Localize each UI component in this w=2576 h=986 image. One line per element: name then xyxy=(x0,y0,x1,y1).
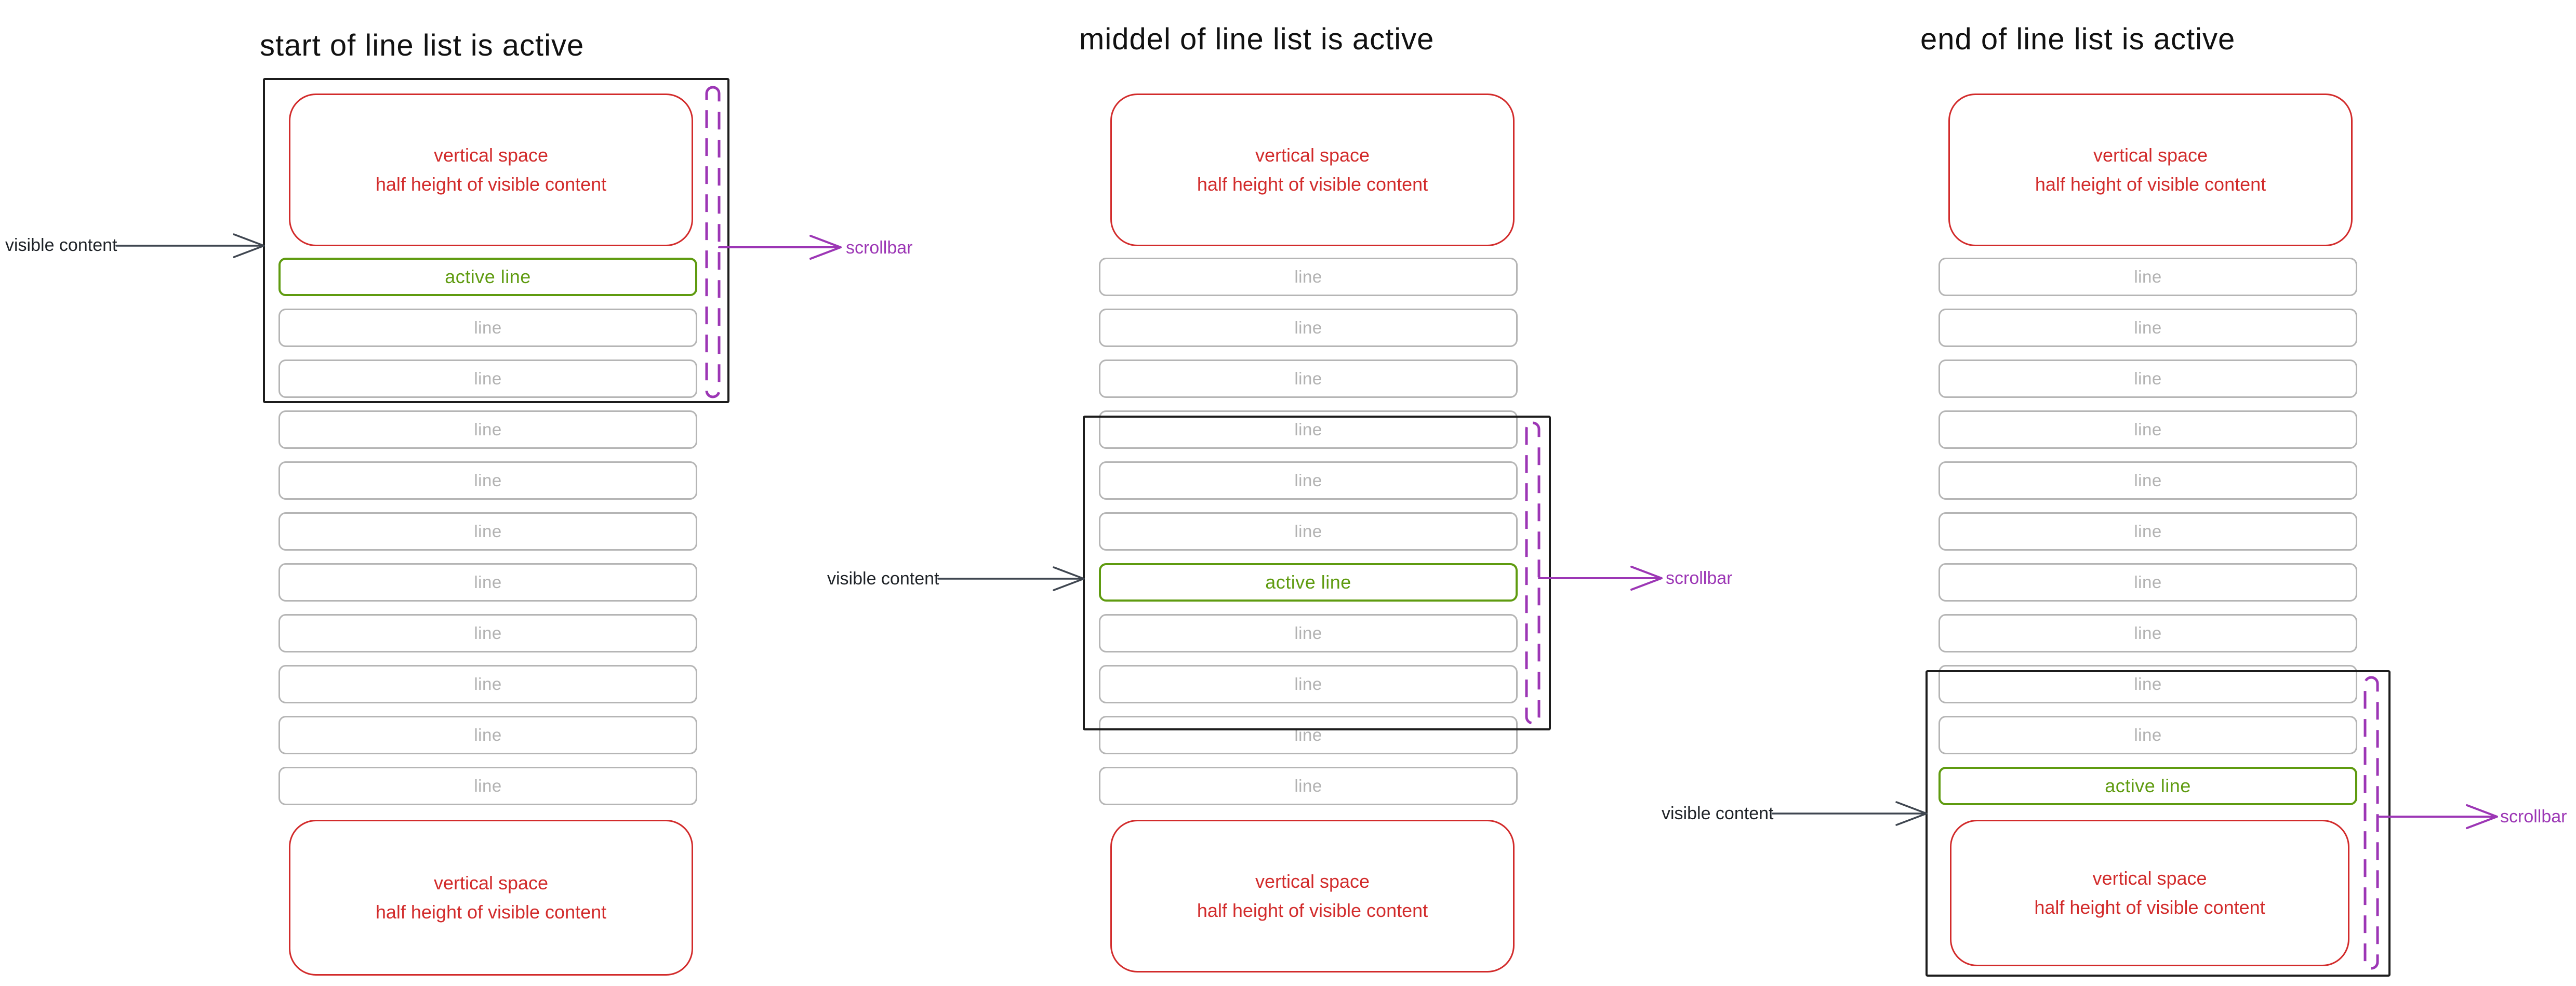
line-row: line xyxy=(278,359,697,398)
line-row: line xyxy=(1938,410,2357,449)
visible-content-label: visible content xyxy=(827,569,939,589)
visible-content-label: visible content xyxy=(5,235,117,255)
line-row: line xyxy=(1938,563,2357,602)
line-row: line xyxy=(1938,512,2357,551)
line-row: line xyxy=(1938,309,2357,347)
scrollbar-label: scrollbar xyxy=(1666,568,1733,588)
vspace-text-line1: vertical space xyxy=(1255,144,1370,166)
line-row: line xyxy=(1938,258,2357,296)
scrollbar-label: scrollbar xyxy=(846,238,913,258)
line-row: line xyxy=(1938,359,2357,398)
vspace-text-line1: vertical space xyxy=(433,872,549,894)
line-row: line xyxy=(1099,258,1518,296)
line-row: line xyxy=(1099,512,1518,551)
vspace-text-line2: half height of visible content xyxy=(1197,900,1428,921)
line-row: line xyxy=(1099,461,1518,500)
vertical-space-box: vertical space half height of visible co… xyxy=(289,820,693,976)
line-row: line xyxy=(1938,614,2357,652)
line-row: line xyxy=(1938,716,2357,754)
line-row: line xyxy=(278,665,697,703)
active-line-row: active line xyxy=(278,258,697,296)
vertical-space-box: vertical space half height of visible co… xyxy=(1950,820,2349,966)
line-list: line line line line line line line line … xyxy=(1938,258,2357,805)
panel-title-middle: middel of line list is active xyxy=(1079,22,1435,56)
line-row: line xyxy=(1099,410,1518,449)
vspace-text-line2: half height of visible content xyxy=(375,174,607,195)
visible-content-arrow xyxy=(1772,801,1928,826)
scrollbar-label: scrollbar xyxy=(2500,807,2567,827)
vertical-space-box: vertical space half height of visible co… xyxy=(289,94,693,246)
line-row: line xyxy=(1099,665,1518,703)
vspace-text-line2: half height of visible content xyxy=(2034,897,2265,918)
vspace-text-line2: half height of visible content xyxy=(2035,174,2266,195)
scrollbar xyxy=(1525,421,1541,725)
panel-title-end: end of line list is active xyxy=(1920,22,2236,56)
scrollbar-arrow xyxy=(2379,804,2498,829)
visible-content-box xyxy=(1926,670,2391,977)
vspace-text-line1: vertical space xyxy=(1255,871,1370,892)
panel-title-start: start of line list is active xyxy=(260,29,585,62)
scrollbar-arrow xyxy=(718,235,842,260)
line-row: line xyxy=(1099,614,1518,652)
visible-content-arrow xyxy=(115,233,265,258)
line-row: line xyxy=(278,309,697,347)
line-row: line xyxy=(1099,359,1518,398)
vspace-text-line2: half height of visible content xyxy=(375,901,607,923)
line-row: line xyxy=(278,461,697,500)
vertical-space-box: vertical space half height of visible co… xyxy=(1110,820,1515,972)
line-row: line xyxy=(278,410,697,449)
line-row: line xyxy=(278,614,697,652)
visible-content-box xyxy=(1083,416,1551,730)
active-line-row: active line xyxy=(1099,563,1518,602)
scrollbar xyxy=(705,86,721,398)
line-list: active line line line line line line lin… xyxy=(278,258,697,805)
vertical-space-box: vertical space half height of visible co… xyxy=(1110,94,1515,246)
line-row: line xyxy=(1099,309,1518,347)
visible-content-arrow xyxy=(937,566,1085,591)
line-row: line xyxy=(1938,461,2357,500)
vspace-text-line2: half height of visible content xyxy=(1197,174,1428,195)
scrollbar xyxy=(2363,676,2379,970)
visible-content-box xyxy=(263,78,729,403)
active-line-row: active line xyxy=(1938,767,2357,805)
vertical-space-box: vertical space half height of visible co… xyxy=(1948,94,2353,246)
vspace-text-line1: vertical space xyxy=(433,144,549,166)
vspace-text-line1: vertical space xyxy=(2092,868,2207,889)
scrollbar-arrow xyxy=(1538,566,1663,591)
vspace-text-line1: vertical space xyxy=(2093,144,2208,166)
visible-content-label: visible content xyxy=(1662,804,1774,823)
line-row: line xyxy=(278,512,697,551)
line-row: line xyxy=(1938,665,2357,703)
line-row: line xyxy=(278,767,697,805)
line-row: line xyxy=(1099,767,1518,805)
line-row: line xyxy=(278,716,697,754)
line-row: line xyxy=(278,563,697,602)
line-list: line line line line line line active lin… xyxy=(1099,258,1518,805)
